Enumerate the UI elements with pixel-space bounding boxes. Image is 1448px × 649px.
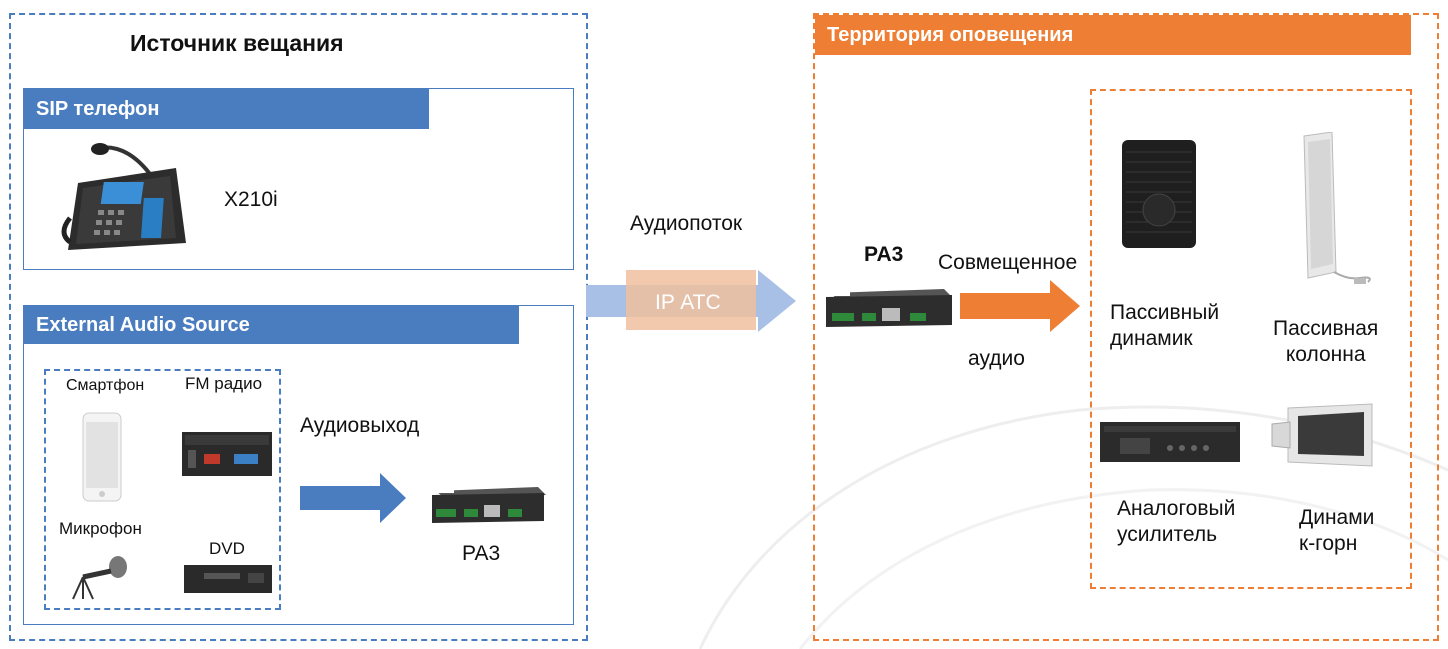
sip-phone-model-label: X210i <box>224 188 278 211</box>
amplifier-icon <box>1100 422 1240 462</box>
broadcast-source-title: Источник вещания <box>130 30 344 56</box>
ip-phone-icon <box>61 143 186 250</box>
column-speaker-icon <box>1303 132 1371 284</box>
pa3-target-device-icon <box>826 289 952 327</box>
smartphone-label: Смартфон <box>66 377 145 394</box>
passive-speaker-icon <box>1122 140 1196 248</box>
combined-audio-label-line1: Совмещенное <box>938 251 1078 274</box>
passive-speaker-label: Пассивный динамик <box>1110 301 1220 350</box>
pa3-device-icon <box>432 487 546 523</box>
ip-pbx-box <box>626 270 756 330</box>
fm-radio-icon <box>182 432 272 476</box>
passive-column-label: Пассивная колонна <box>1273 317 1379 366</box>
notification-area-panel <box>813 13 1439 641</box>
external-audio-header: External Audio Source <box>24 306 519 344</box>
sip-phone-header: SIP телефон <box>24 89 429 129</box>
combined-audio-label-line2: аудио <box>968 347 1025 370</box>
fm-radio-label: FM радио <box>185 374 263 393</box>
audio-output-arrow <box>300 473 406 523</box>
horn-speaker-label: Динами к-горн <box>1299 506 1375 555</box>
notification-area-header: Территория оповещения <box>815 15 1411 55</box>
pa3-source-label: PA3 <box>462 542 501 565</box>
dvd-label: DVD <box>209 539 245 558</box>
speakers-group <box>1090 89 1412 589</box>
horn-speaker-icon <box>1271 403 1373 467</box>
audio-sources-group <box>44 369 281 610</box>
microphone-icon <box>72 556 127 600</box>
ip-pbx-label: IP АТС <box>655 291 721 314</box>
pa3-target-label: PA3 <box>864 243 904 266</box>
microphone-label: Микрофон <box>59 519 142 538</box>
analog-amplifier-label: Аналоговый усилитель <box>1117 497 1236 546</box>
audio-output-label: Аудиовыход <box>300 414 420 437</box>
smartphone-icon <box>82 412 122 502</box>
broadcast-source-panel <box>9 13 588 641</box>
dvd-player-icon <box>184 565 272 593</box>
audio-stream-label: Аудиопоток <box>630 212 743 235</box>
combined-audio-arrow <box>960 280 1080 332</box>
